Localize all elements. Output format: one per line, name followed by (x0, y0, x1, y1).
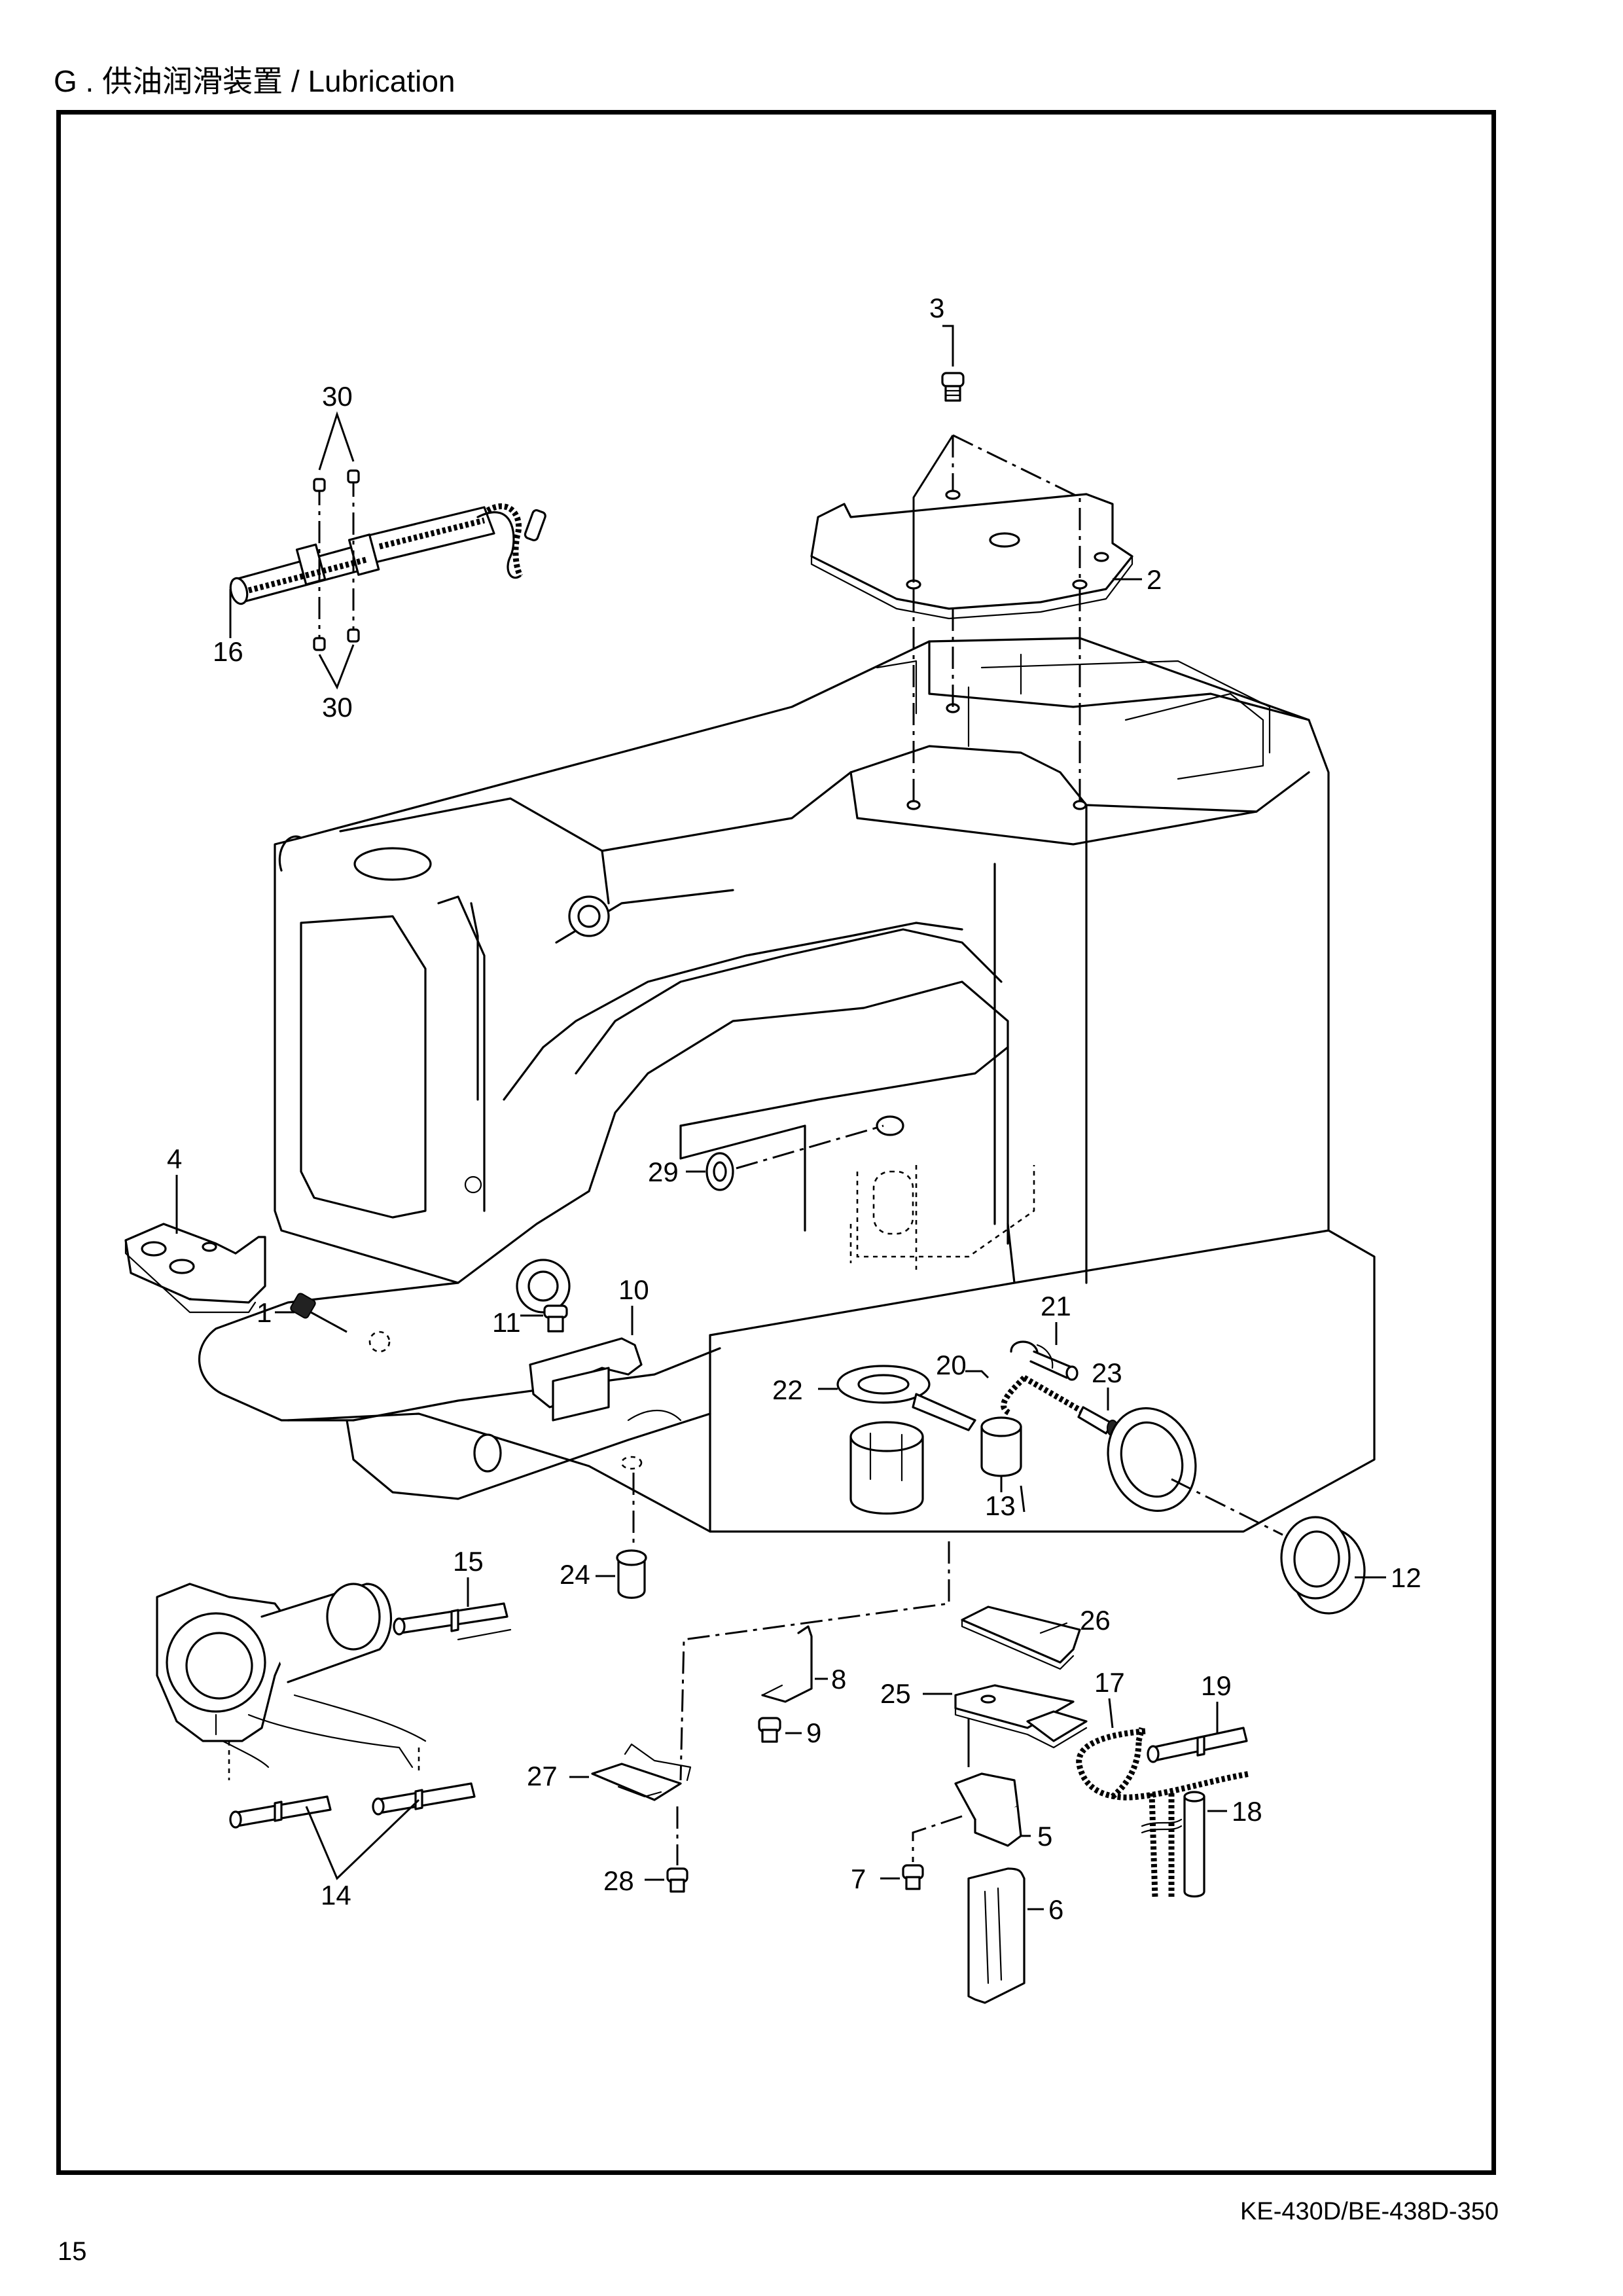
callout-30-top: 30 (322, 381, 353, 412)
felt-15 (393, 1577, 512, 1641)
callout-23: 23 (1092, 1357, 1122, 1388)
callout-2: 2 (1147, 564, 1162, 595)
callout-22: 22 (772, 1374, 803, 1405)
plate-25 (923, 1684, 1088, 1767)
plug-24 (596, 1456, 647, 1599)
felt-13 (980, 1416, 1022, 1492)
model-number: KE-430D/BE-438D-350 (1240, 2198, 1499, 2225)
callout-27: 27 (527, 1761, 558, 1791)
callout-8: 8 (831, 1664, 846, 1695)
callout-19: 19 (1201, 1670, 1232, 1701)
callout-20: 20 (936, 1350, 967, 1380)
callout-6: 6 (1048, 1894, 1063, 1925)
callout-4: 4 (167, 1143, 182, 1174)
callout-12: 12 (1391, 1562, 1421, 1593)
spring-8 (761, 1625, 828, 1703)
oil-pot-22 (818, 1365, 976, 1515)
screw-3 (941, 372, 965, 402)
top-cover-plate (810, 434, 1133, 810)
callout-21: 21 (1041, 1291, 1071, 1321)
felt-plate-26 (961, 1605, 1081, 1670)
callout-1: 1 (257, 1297, 272, 1328)
set-screw-1 (275, 1293, 348, 1333)
callout-18: 18 (1232, 1796, 1262, 1827)
bracket-4 (124, 1175, 266, 1314)
callout-11: 11 (492, 1307, 521, 1338)
oil-guide-10 (529, 1304, 643, 1422)
callout-7: 7 (851, 1863, 866, 1894)
callout-15: 15 (453, 1546, 484, 1577)
callout-10: 10 (618, 1274, 649, 1305)
rubber-plug-29 (686, 1124, 884, 1191)
callout-28: 28 (603, 1865, 634, 1896)
page-title: G . 供油润滑装置 / Lubrication (54, 64, 455, 98)
callout-30-bottom: 30 (322, 692, 353, 723)
oil-tube-20-21-23 (965, 1322, 1118, 1437)
callout-9: 9 (806, 1717, 821, 1748)
oil-window-12 (1107, 1407, 1386, 1615)
felt-19 (1147, 1702, 1248, 1763)
oil-wick-tube-16 (229, 411, 546, 690)
felt-14 (229, 1782, 476, 1880)
callout-25: 25 (880, 1678, 911, 1709)
callout-13: 13 (985, 1490, 1016, 1521)
callout-17: 17 (1094, 1667, 1125, 1698)
callout-24: 24 (560, 1559, 590, 1590)
screw-9 (758, 1717, 802, 1743)
callout-3: 3 (929, 293, 944, 323)
wick-17 (1076, 1698, 1251, 1899)
felt-18 (1183, 1791, 1227, 1898)
callout-29: 29 (648, 1157, 679, 1187)
callout-5: 5 (1037, 1821, 1052, 1852)
hook-unit (156, 1583, 427, 1780)
wick-holder-27 (569, 1541, 950, 1865)
screw-28 (645, 1867, 688, 1893)
diagram-frame (56, 110, 1496, 2175)
callout-14: 14 (321, 1880, 351, 1910)
felt-pad-6 (967, 1867, 1044, 2004)
machine-arm (198, 637, 1376, 1533)
callout-16: 16 (213, 636, 243, 667)
page-number: 15 (58, 2237, 87, 2266)
callout-26: 26 (1080, 1605, 1111, 1636)
callout-labels: 1 2 3 4 5 6 7 8 9 10 11 12 13 14 15 16 1… (167, 293, 1421, 1925)
screw-7 (880, 1815, 963, 1890)
holder-5 (954, 1772, 1031, 1847)
